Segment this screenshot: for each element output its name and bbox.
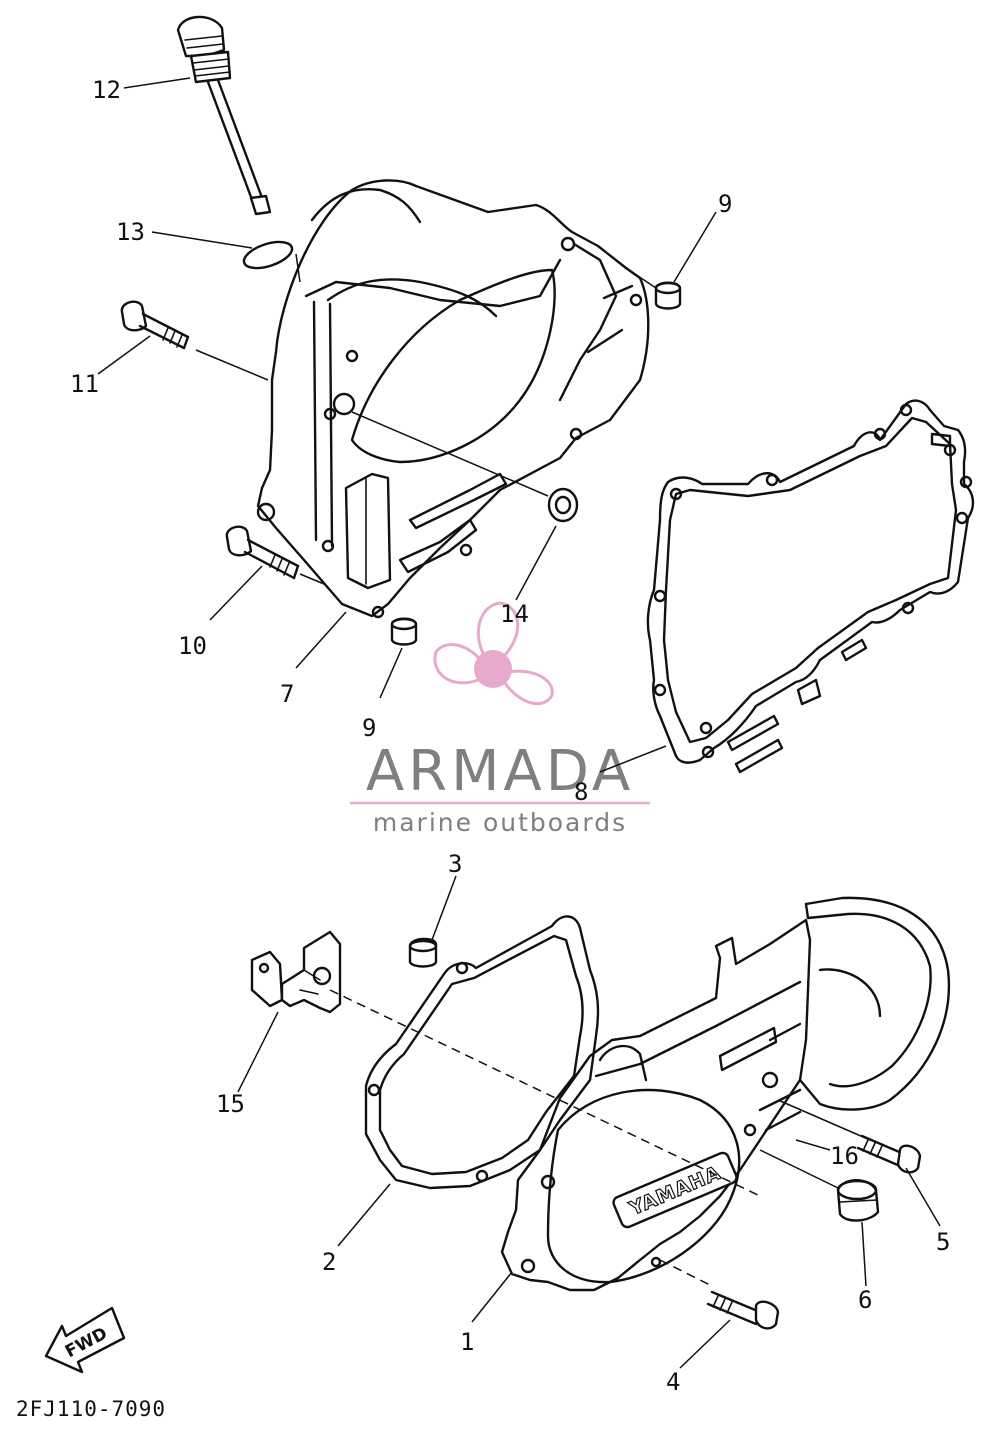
callout-16: 16 [830,1142,859,1170]
part-12-oil-dipstick [176,15,272,216]
part-5-bolt [856,1134,922,1174]
part-1-crankcase-cover: YAMAHA [500,896,951,1292]
part-9-dowel-pin-lower [390,617,418,646]
callout-4: 4 [666,1368,680,1396]
callout-3: 3 [448,850,462,878]
callout-9-upper: 9 [718,190,732,218]
watermark-tagline: marine outboards [373,808,627,837]
part-6-plug [836,1179,880,1222]
diagram-code: 2FJ110-7090 [16,1397,166,1421]
propeller-logo-icon [433,601,554,705]
fwd-arrow: FWD [44,1306,126,1374]
callout-numbers: 12 13 11 10 7 9 14 9 8 3 15 2 1 4 5 6 16 [70,76,950,1396]
part-9-dowel-pin-upper [654,281,682,310]
callout-1: 1 [460,1328,474,1356]
yamaha-emblem-plate [612,1151,738,1229]
assembly-lines [195,253,871,1287]
callout-6: 6 [858,1286,872,1314]
watermark-brand: ARMADA [366,739,634,804]
callout-8: 8 [574,778,588,806]
part-15-bracket [250,930,342,1014]
callout-2: 2 [322,1248,336,1276]
callout-14: 14 [500,600,529,628]
callout-10: 10 [178,632,207,660]
part-8-gasket [646,399,975,774]
callout-11: 11 [70,370,99,398]
callout-15: 15 [216,1090,245,1118]
callout-12: 12 [92,76,121,104]
part-11-bolt [120,300,190,350]
callout-13: 13 [116,218,145,246]
part-2-gasket [364,915,600,1190]
part-10-bolt [225,525,300,580]
callout-leaders [97,77,941,1369]
armada-watermark: ARMADA marine outboards [350,601,650,837]
part-7-crankcase-cover [256,179,650,619]
part-3-grommet [408,937,438,968]
part-14-oil-seal [547,487,579,523]
callout-9-lower: 9 [362,714,376,742]
callout-7: 7 [280,680,294,708]
part-4-bolt [706,1290,780,1330]
callout-5: 5 [936,1228,950,1256]
part-13-o-ring [242,240,294,270]
